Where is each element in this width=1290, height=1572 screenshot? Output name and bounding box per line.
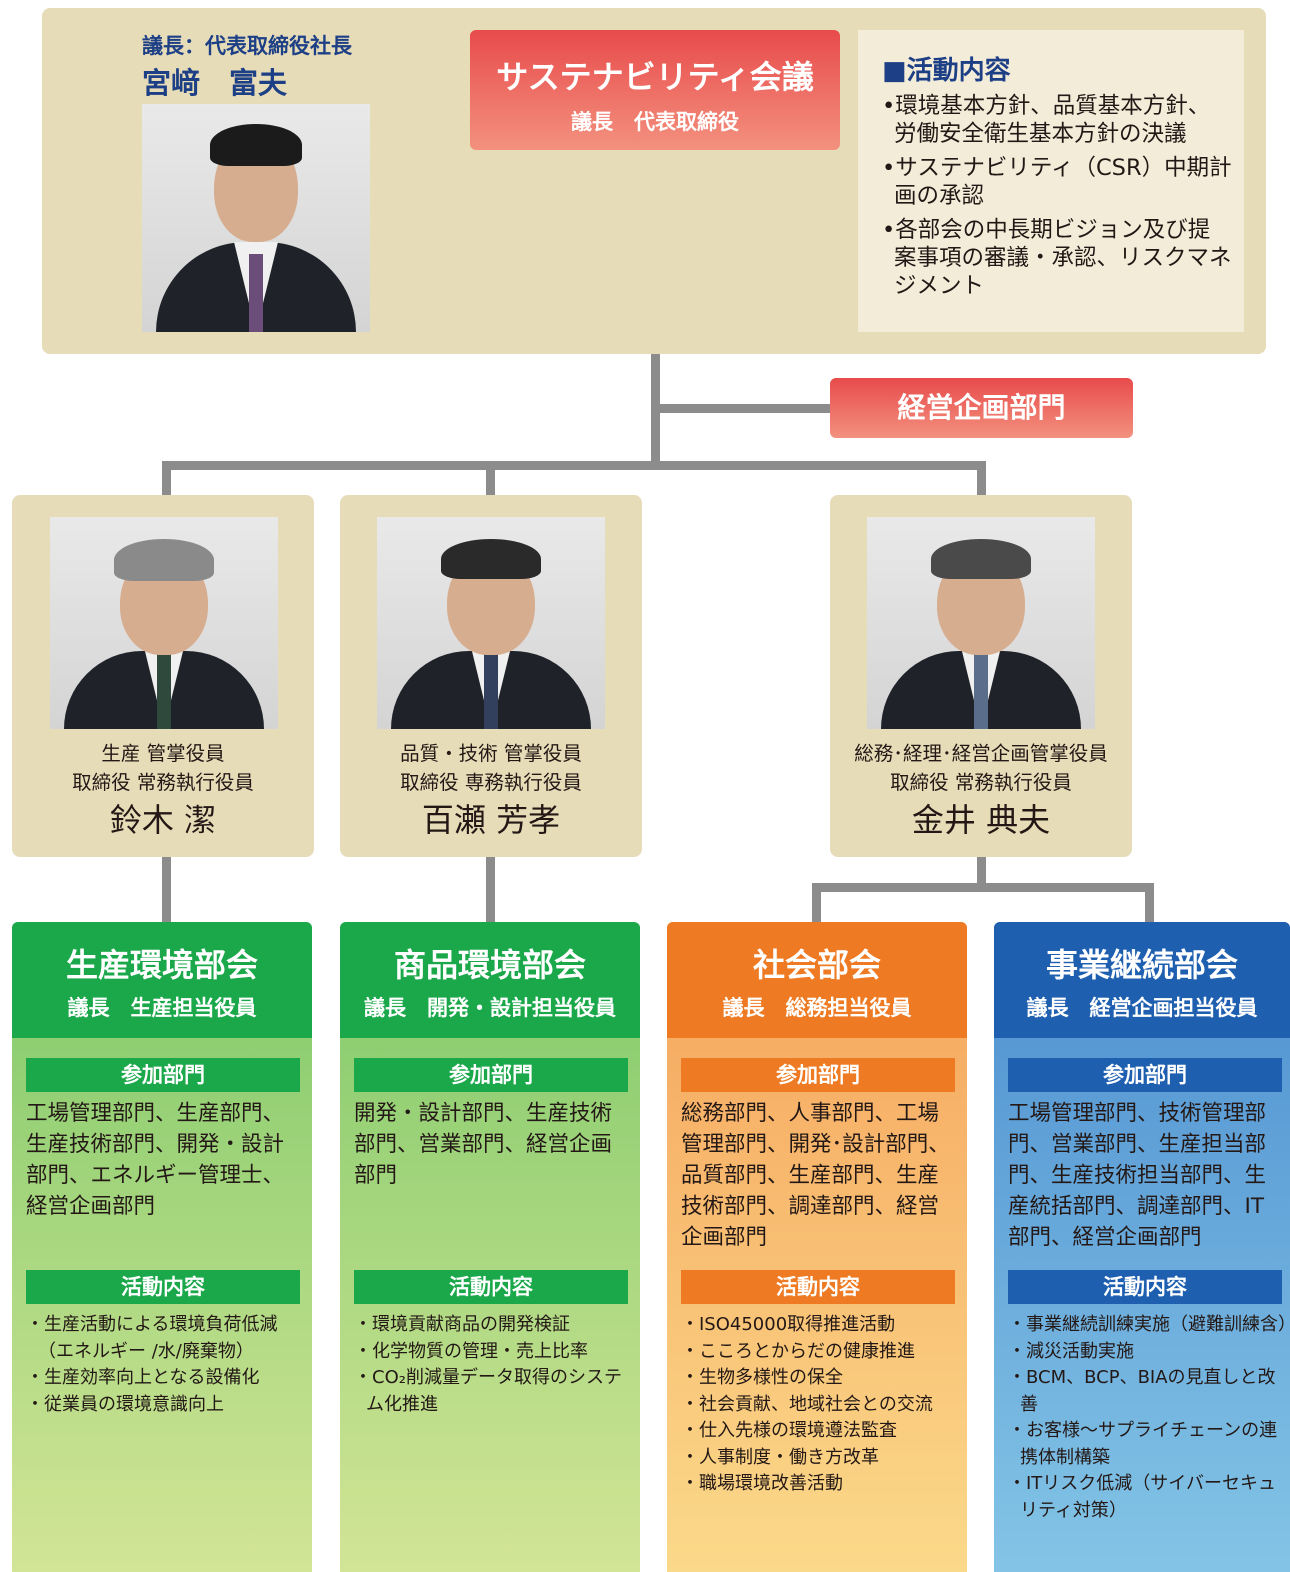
connector-line: [162, 856, 171, 924]
chair-photo: [142, 104, 370, 332]
executive-card: 品質・技術 管掌役員 取締役 専務執行役員 百瀬 芳孝: [340, 495, 642, 857]
activity-label: 活動内容: [354, 1270, 628, 1304]
executive-title: 取締役 常務執行役員: [72, 771, 254, 794]
subcommittee-title: 社会部会: [752, 946, 881, 984]
subcommittee-header: 商品環境部会 議長 開発・設計担当役員: [340, 922, 640, 1038]
executive-name: 百瀬 芳孝: [421, 801, 561, 839]
executive-role: 総務･経理･経営企画管掌役員: [854, 742, 1108, 765]
subcommittee-chair: 議長 生産担当役員: [67, 996, 257, 1020]
executive-name: 鈴木 潔: [109, 801, 217, 839]
list-item: ・お客様～サプライチェーンの連携体制構築: [1008, 1420, 1278, 1468]
dept-label: 参加部門: [354, 1058, 628, 1092]
executive-photo: [50, 517, 278, 729]
list-item: ・社会貢献、地域社会との交流: [681, 1393, 933, 1415]
subcommittee-title: 事業継続部会: [1045, 946, 1238, 984]
list-item: ・CO₂削減量データ取得のシステム化推進: [354, 1367, 622, 1415]
list-item: ・ITリスク低減（サイバーセキュリティ対策）: [1008, 1473, 1276, 1521]
list-item: ・減災活動実施: [1008, 1340, 1134, 1362]
dept-list: 工場管理部門、技術管理部門、営業部門、生産担当部門、生産技術担当部門、生産統括部…: [1008, 1101, 1267, 1250]
connector-line: [1145, 883, 1154, 924]
connector-line: [655, 404, 831, 413]
connector-line: [812, 883, 821, 924]
subcommittee-production-env: 生産環境部会 議長 生産担当役員 参加部門 工場管理部門、生産部門、生産技術部門…: [12, 922, 312, 1572]
activity-label: 活動内容: [26, 1270, 300, 1304]
list-item: ・環境貢献商品の開発検証: [354, 1314, 570, 1335]
executive-photo: [867, 517, 1095, 729]
connector-line: [486, 461, 495, 497]
executive-title: 取締役 常務執行役員: [890, 771, 1072, 794]
subcommittee-header: 生産環境部会 議長 生産担当役員: [12, 922, 312, 1038]
subcommittee-product-env: 商品環境部会 議長 開発・設計担当役員 参加部門 開発・設計部門、生産技術部門、…: [340, 922, 640, 1572]
dept-label: 参加部門: [681, 1058, 955, 1092]
activity-label: 活動内容: [681, 1270, 955, 1304]
activity-list: ・事業継続訓練実施（避難訓練含） ・減災活動実施 ・BCM、BCP、BIAの見直…: [1008, 1312, 1290, 1524]
executive-title: 取締役 専務執行役員: [400, 771, 582, 794]
subcommittee-chair: 議長 総務担当役員: [722, 996, 912, 1020]
list-item: ・化学物質の管理・売上比率: [354, 1340, 588, 1362]
activity-list: •環境基本方針、品質基本方針、労働安全衛生基本方針の決議 •サステナビリティ（C…: [882, 92, 1232, 306]
subcommittee-chair: 議長 経営企画担当役員: [1026, 996, 1258, 1020]
executive-role: 品質・技術 管掌役員: [400, 742, 582, 765]
list-item: ・従業員の環境意識向上: [26, 1393, 224, 1415]
list-item: •環境基本方針、品質基本方針、労働安全衛生基本方針の決議: [882, 93, 1211, 147]
executive-name: 金井 典夫: [911, 801, 1051, 839]
subcommittee-header: 社会部会 議長 総務担当役員: [667, 922, 967, 1038]
list-item: ・生産効率向上となる設備化: [26, 1367, 260, 1388]
connector-line: [977, 461, 986, 497]
list-item: ・BCM、BCP、BIAの見直しと改善: [1008, 1367, 1276, 1415]
list-item: ・こころとからだの健康推進: [681, 1340, 915, 1362]
dept-list: 工場管理部門、生産部門、生産技術部門、開発・設計部門、エネルギー管理士、経営企画…: [26, 1101, 285, 1219]
list-item: ・生産活動による環境負荷低減（エネルギー /水/廃棄物）: [26, 1314, 278, 1362]
activity-list: ・生産活動による環境負荷低減（エネルギー /水/廃棄物） ・生産効率向上となる設…: [26, 1312, 306, 1418]
list-item: ・仕入先様の環境遵法監査: [681, 1420, 897, 1441]
dept-label: 参加部門: [1008, 1058, 1282, 1092]
list-item: ・ISO45000取得推進活動: [681, 1314, 896, 1335]
connector-line: [162, 461, 171, 497]
sustainability-council: サステナビリティ会議 議長 代表取締役: [470, 30, 840, 150]
list-item: •サステナビリティ（CSR）中期計画の承認: [882, 155, 1232, 209]
subcommittee-title: 商品環境部会: [393, 946, 586, 984]
subcommittee-title: 生産環境部会: [65, 946, 258, 984]
dept-label: 参加部門: [26, 1058, 300, 1092]
activity-heading: ■活動内容: [882, 56, 1011, 86]
council-subtitle: 議長 代表取締役: [571, 110, 739, 134]
connector-line: [812, 883, 1154, 892]
subcommittee-social: 社会部会 議長 総務担当役員 参加部門 総務部門、人事部門、工場管理部門、開発･…: [667, 922, 967, 1572]
chair-name: 宮﨑 富夫: [142, 66, 288, 100]
executive-photo: [377, 517, 605, 729]
subcommittee-header: 事業継続部会 議長 経営企画担当役員: [994, 922, 1290, 1038]
activity-list: ・ISO45000取得推進活動 ・こころとからだの健康推進 ・生物多様性の保全 …: [681, 1312, 961, 1498]
dept-list: 総務部門、人事部門、工場管理部門、開発･設計部門、品質部門、生産部門、生産技術部…: [681, 1101, 950, 1250]
activity-list: ・環境貢献商品の開発検証 ・化学物質の管理・売上比率 ・CO₂削減量データ取得の…: [354, 1312, 634, 1418]
list-item: ・生物多様性の保全: [681, 1367, 843, 1388]
connector-line: [162, 461, 986, 470]
list-item: ・人事制度・働き方改革: [681, 1446, 879, 1468]
subcommittee-business-continuity: 事業継続部会 議長 経営企画担当役員 参加部門 工場管理部門、技術管理部門、営業…: [994, 922, 1290, 1572]
connector-line: [977, 856, 986, 888]
planning-dept-box: 経営企画部門: [830, 378, 1133, 438]
executive-card: 総務･経理･経営企画管掌役員 取締役 常務執行役員 金井 典夫: [830, 495, 1132, 857]
executive-role: 生産 管掌役員: [101, 742, 225, 765]
council-title: サステナビリティ会議: [496, 58, 814, 96]
dept-list: 開発・設計部門、生産技術部門、営業部門、経営企画部門: [354, 1101, 613, 1188]
activity-label: 活動内容: [1008, 1270, 1282, 1304]
subcommittee-chair: 議長 開発・設計担当役員: [364, 996, 616, 1020]
executive-card: 生産 管掌役員 取締役 常務執行役員 鈴木 潔: [12, 495, 314, 857]
list-item: ・事業継続訓練実施（避難訓練含）: [1008, 1314, 1290, 1335]
list-item: ・職場環境改善活動: [681, 1473, 843, 1494]
chair-role: 議長：代表取締役社長: [142, 34, 352, 58]
council-activity-box: ■活動内容 •環境基本方針、品質基本方針、労働安全衛生基本方針の決議 •サステナ…: [858, 30, 1244, 332]
list-item: •各部会の中長期ビジョン及び提案事項の審議・承認、リスクマネジメント: [882, 217, 1232, 299]
connector-line: [486, 856, 495, 924]
